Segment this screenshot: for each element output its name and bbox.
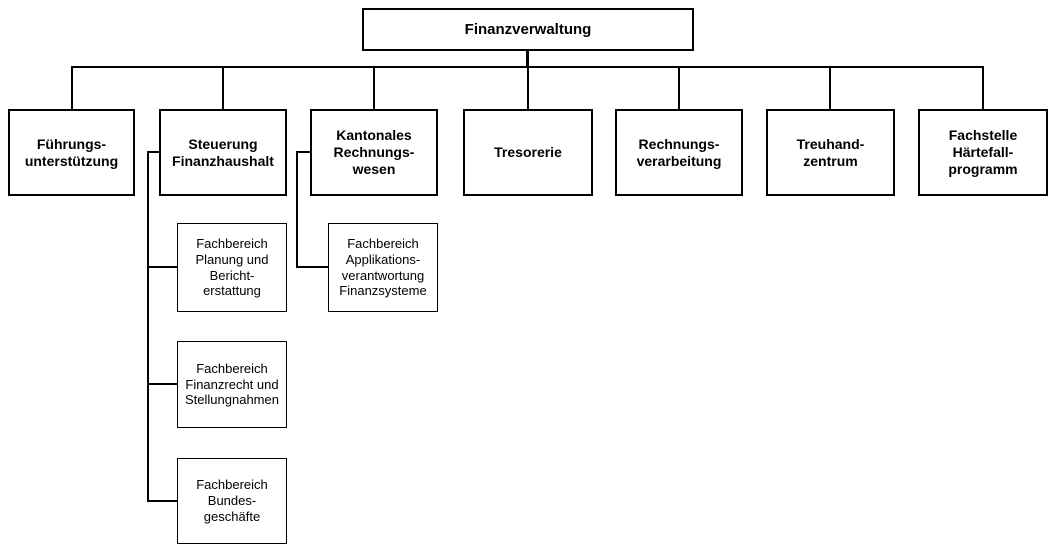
connector-steuerung-child-bundesgeschaefte <box>147 500 177 502</box>
connector-kantonales-branch-stub <box>296 151 310 153</box>
connector-drop-fuehrung <box>71 66 73 109</box>
connector-steuerung-branch-vertical <box>147 151 149 502</box>
org-box-fachstelle-haertefallprogramm: Fachstelle Härtefall- programm <box>918 109 1048 196</box>
connector-drop-kantonales <box>373 66 375 109</box>
connector-steuerung-child-finanzrecht <box>147 383 177 385</box>
org-box-fachbereich-planung-berichterstattung: Fachbereich Planung und Bericht- erstatt… <box>177 223 287 312</box>
connector-steuerung-child-planung <box>147 266 177 268</box>
connector-drop-tresorerie <box>527 66 529 109</box>
org-box-steuerung-finanzhaushalt: Steuerung Finanzhaushalt <box>159 109 287 196</box>
connector-drop-rechnungsverarbeitung <box>678 66 680 109</box>
org-box-tresorerie: Tresorerie <box>463 109 593 196</box>
connector-kantonales-child-applikation <box>296 266 328 268</box>
org-box-fachbereich-applikationsverantwortung-finanzsysteme: Fachbereich Applikations- verantwortung … <box>328 223 438 312</box>
org-box-finanzverwaltung: Finanzverwaltung <box>362 8 694 51</box>
connector-drop-fachstelle <box>982 66 984 109</box>
connector-drop-treuhandzentrum <box>829 66 831 109</box>
connector-root-stem <box>526 51 529 68</box>
org-box-treuhandzentrum: Treuhand- zentrum <box>766 109 895 196</box>
org-box-rechnungsverarbeitung: Rechnungs- verarbeitung <box>615 109 743 196</box>
connector-kantonales-branch-vertical <box>296 151 298 268</box>
connector-steuerung-branch-stub <box>147 151 159 153</box>
org-box-fachbereich-finanzrecht-stellungnahmen: Fachbereich Finanzrecht und Stellungnahm… <box>177 341 287 428</box>
org-box-kantonales-rechnungswesen: Kantonales Rechnungs- wesen <box>310 109 438 196</box>
connector-drop-steuerung <box>222 66 224 109</box>
org-box-fuehrungsunterstuetzung: Führungs- unterstützung <box>8 109 135 196</box>
org-box-fachbereich-bundesgeschaefte: Fachbereich Bundes- geschäfte <box>177 458 287 544</box>
